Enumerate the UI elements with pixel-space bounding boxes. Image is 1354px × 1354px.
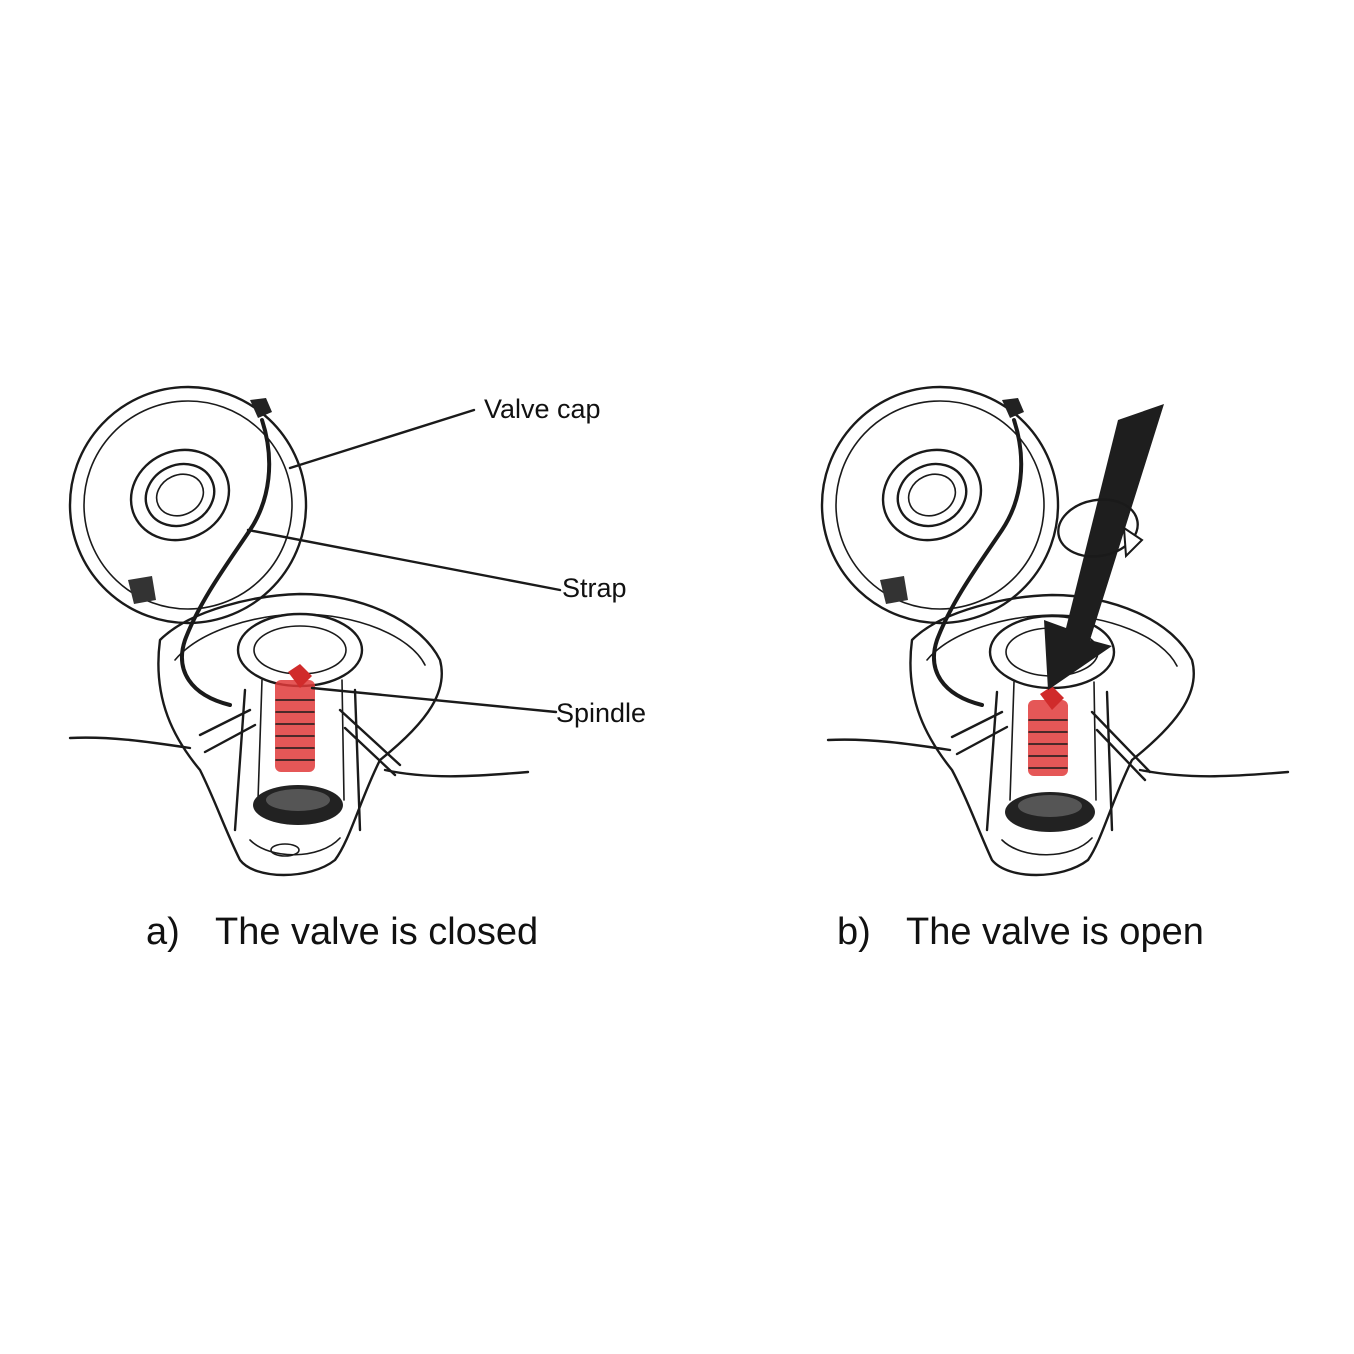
down-arrow-icon	[1044, 404, 1164, 690]
label-valve-cap: Valve cap	[484, 394, 601, 424]
spindle-leader	[310, 686, 558, 714]
caption-a-marker: a)	[146, 911, 180, 953]
callout-leader-lines	[246, 408, 562, 714]
valve-closed-illustration	[68, 385, 530, 877]
caption-b-text: The valve is open	[906, 911, 1204, 953]
caption-a-text: The valve is closed	[215, 911, 538, 953]
strap-leader	[246, 528, 562, 592]
label-strap: Strap	[562, 573, 627, 603]
label-spindle: Spindle	[556, 698, 646, 728]
rotate-icon	[1057, 498, 1144, 559]
valve-open-illustration	[820, 385, 1290, 877]
caption-b-marker: b)	[837, 911, 871, 953]
valve-cap-leader	[288, 408, 476, 470]
